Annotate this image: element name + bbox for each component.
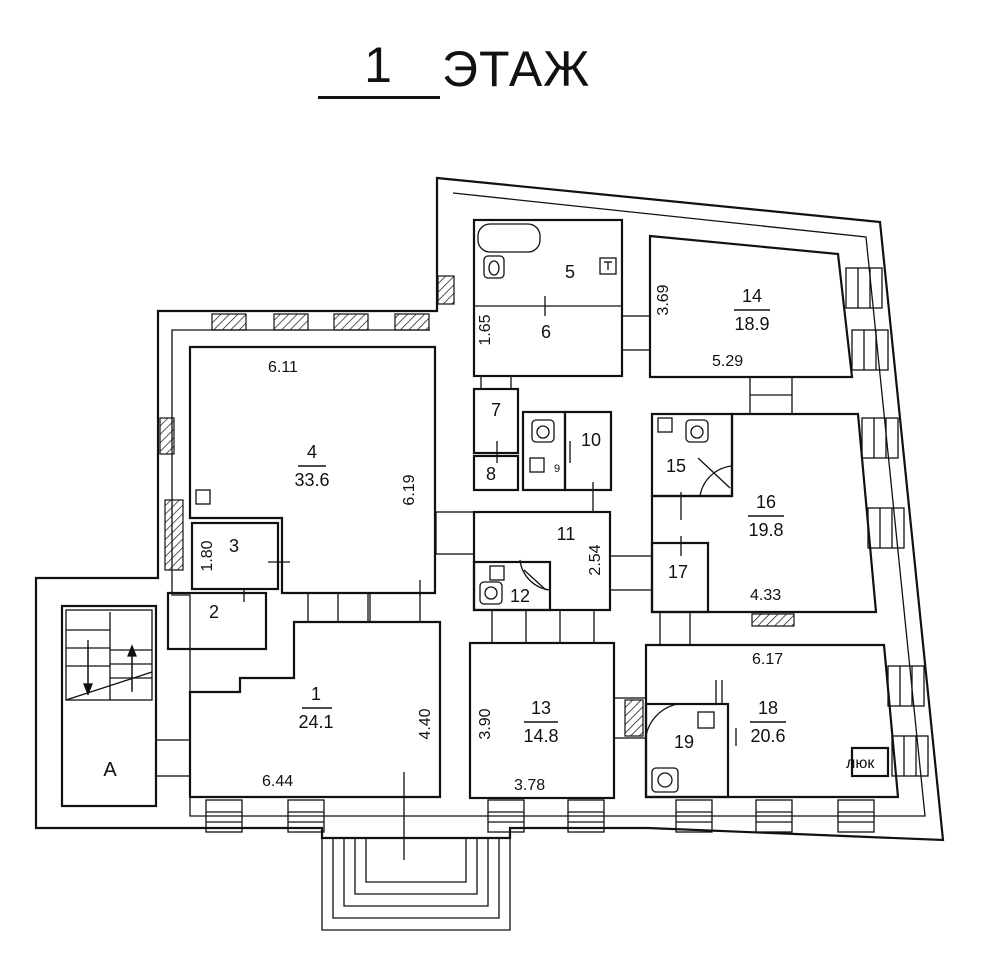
windows-right [845, 267, 929, 777]
dim-4-33: 4.33 [750, 587, 781, 604]
entrance-steps [321, 838, 511, 931]
floor-title: 1 ЭТАЖ [318, 34, 618, 104]
room-19-number: 19 [674, 732, 694, 752]
room-8-number: 8 [486, 464, 496, 484]
room-1-area: 24.1 [298, 712, 333, 732]
door-swings [519, 457, 733, 737]
dim-4-40: 4.40 [417, 708, 434, 739]
room-14-area: 18.9 [734, 314, 769, 334]
room-18-number: 18 [758, 698, 778, 718]
dim-6-19: 6.19 [401, 474, 418, 505]
room-5-walls [472, 218, 624, 378]
dim-1-65: 1.65 [477, 314, 494, 345]
dim-2-54: 2.54 [587, 544, 604, 575]
sanitary-fixtures [195, 255, 723, 793]
dim-3-78: 3.78 [514, 777, 545, 794]
room-16-number: 16 [756, 492, 776, 512]
room-3-walls [190, 521, 280, 591]
floor-word: ЭТАЖ [442, 41, 591, 97]
room-12-number: 12 [510, 586, 530, 606]
room-4-number: 4 [307, 442, 317, 462]
dim-3-90: 3.90 [477, 708, 494, 739]
room-17-number: 17 [668, 562, 688, 582]
room-1-walls [188, 620, 442, 799]
dim-5-29: 5.29 [712, 353, 743, 370]
room-6-number: 6 [541, 322, 551, 342]
room-10-walls [563, 410, 613, 492]
hatched-openings [159, 275, 795, 737]
dim-3-69: 3.69 [655, 284, 672, 315]
room-15-walls [650, 412, 734, 498]
room-4-area: 33.6 [294, 470, 329, 490]
door-ticks [243, 296, 737, 860]
dim-6-44: 6.44 [262, 773, 293, 790]
room-7-walls [472, 387, 520, 455]
room-3-number: 3 [229, 536, 239, 556]
exterior-wall [34, 176, 945, 842]
dim-1-80: 1.80 [199, 540, 216, 571]
room-9-number: 9 [554, 463, 560, 475]
room-8-walls [472, 454, 520, 492]
room-5-number: 5 [565, 262, 575, 282]
room-10-number: 10 [581, 430, 601, 450]
room-14-number: 14 [742, 286, 762, 306]
hatch-box [850, 746, 890, 778]
room-9-walls [521, 410, 567, 492]
room-7-number: 7 [491, 400, 501, 420]
room-1-number: 1 [311, 684, 321, 704]
room-13-area: 14.8 [523, 726, 558, 746]
stair-label-a: А [103, 759, 117, 781]
dim-6-11: 6.11 [268, 359, 298, 376]
floor-number: 1 [364, 37, 392, 93]
dimension-labels: 6.11 6.19 1.80 1.65 3.69 5.29 2.54 4.33 … [199, 284, 783, 794]
room-15-number: 15 [666, 456, 686, 476]
door-connectors [155, 315, 793, 777]
room-11-number: 11 [557, 524, 576, 544]
room-14-walls [648, 234, 854, 379]
room-2-walls [166, 591, 268, 651]
room-18-area: 20.6 [750, 726, 785, 746]
windows-bottom [205, 799, 875, 833]
room-19-walls [644, 702, 730, 799]
room-2-number: 2 [209, 602, 219, 622]
dim-6-17: 6.17 [752, 651, 783, 668]
room-16-walls [650, 412, 878, 614]
room-13-number: 13 [531, 698, 551, 718]
hatch-label: люк [846, 755, 875, 772]
title-underline [318, 96, 440, 99]
room-labels: 4 33.6 1 24.1 13 14.8 14 18.9 16 19.8 18… [103, 262, 786, 781]
stair-arrows [83, 644, 137, 696]
room-16-area: 19.8 [748, 520, 783, 540]
room-4-walls [188, 345, 437, 595]
